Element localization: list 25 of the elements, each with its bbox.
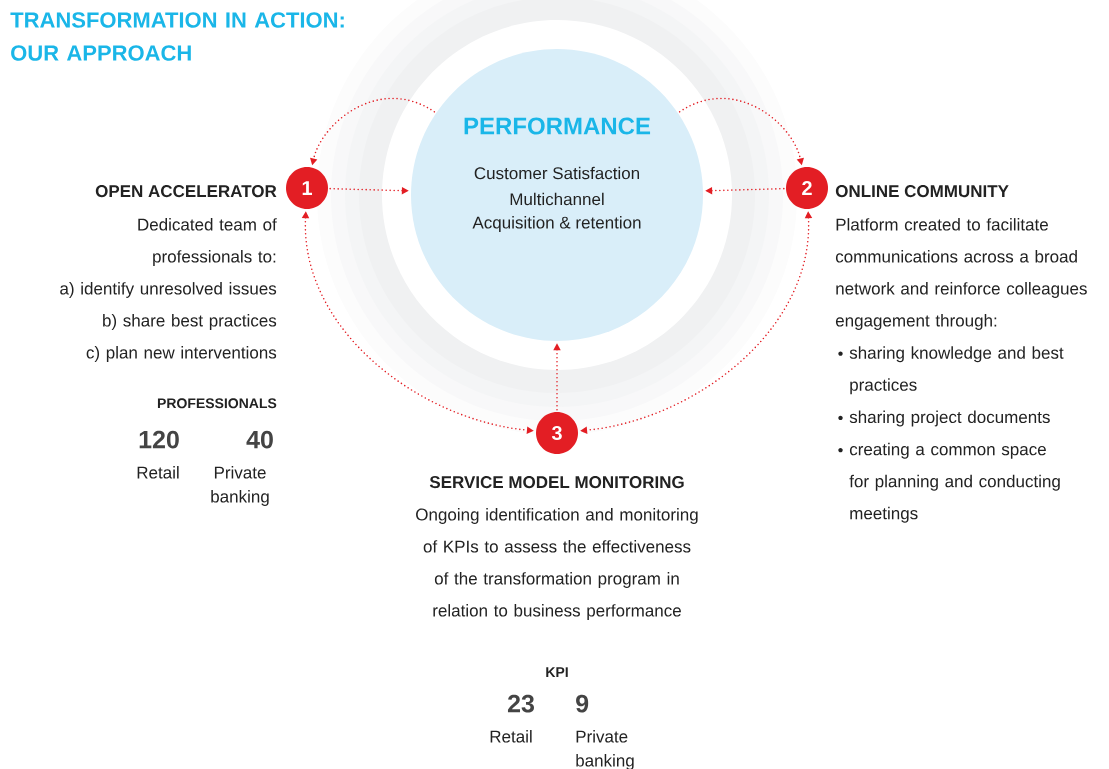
stat-number: 9	[576, 694, 589, 713]
section-heading: ONLINE COMMUNITY	[835, 185, 1009, 198]
description-text: Dedicated team of professionals to:	[138, 218, 277, 266]
bullet-list-item: sharing project documents	[838, 410, 1050, 427]
step-badge: 2	[786, 167, 828, 209]
step-badge: 1	[286, 167, 328, 209]
title: TRANSFORMATION IN ACTION: OUR APPROACH	[10, 12, 344, 61]
list-item: c) plan new interventions	[86, 346, 277, 362]
stat-heading: PROFESSIONALS	[157, 398, 277, 409]
stat-caption: Private banking	[211, 466, 269, 506]
stat-caption: Private banking	[576, 730, 634, 769]
stat-number: 40	[246, 430, 273, 449]
stat-heading: KPI	[546, 667, 568, 677]
stat-number: 23	[507, 694, 534, 713]
section-heading: SERVICE MODEL MONITORING	[429, 476, 684, 489]
section-heading: OPEN ACCELERATOR	[95, 185, 277, 198]
stat-caption: Retail	[137, 466, 179, 479]
stat-caption: Retail	[490, 730, 532, 743]
list-item: b) share best practices	[103, 314, 277, 330]
stat-number: 120	[139, 430, 179, 449]
description-text: Platform created to facilitate communications across a broad network and reinforce colleagues engagement through:	[835, 218, 1087, 330]
description-text: Ongoing identification and monitoring of KPIs to assess the effectiveness of the transformation program in relation to business performance	[416, 508, 698, 620]
step-badge: 3	[536, 412, 578, 454]
bullet-list-item: creating a common space for planning and conducting meetings	[838, 442, 1060, 523]
list-item: a) identify unresolved issues	[60, 282, 277, 298]
